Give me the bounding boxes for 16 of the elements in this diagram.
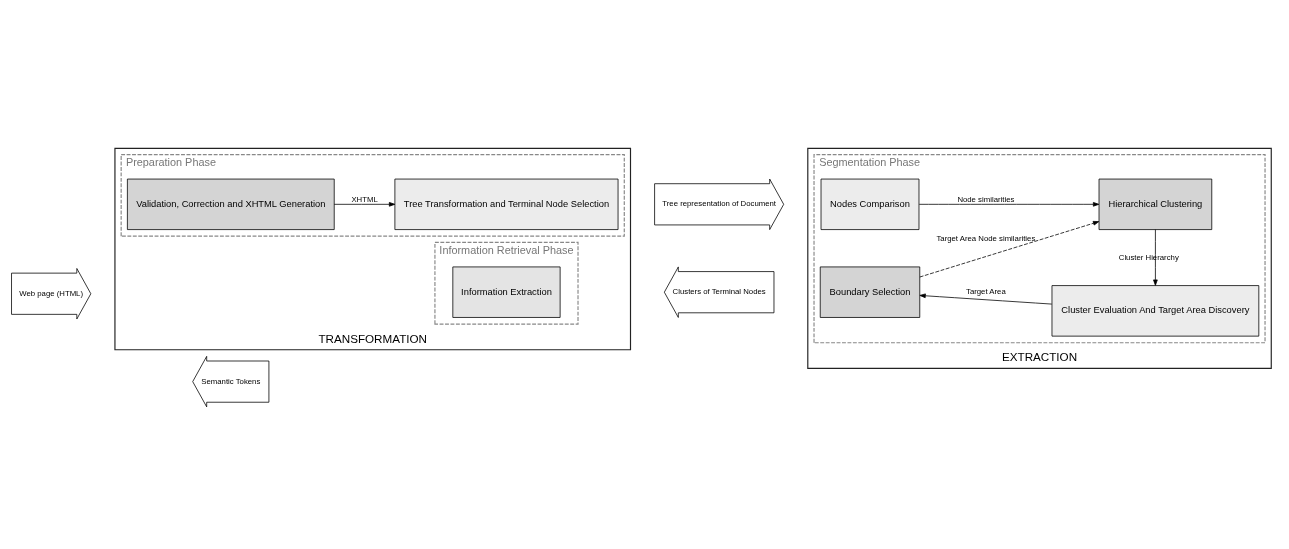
edge-label: Target Area Node similarities xyxy=(936,233,1036,243)
arrow xyxy=(333,202,396,207)
arrow xyxy=(919,293,1053,305)
node-box: Validation, Correction and XHTML Generation xyxy=(127,178,335,230)
node-box: Nodes Comparison xyxy=(820,178,920,230)
node-box: Boundary Selection xyxy=(819,266,921,318)
node-box: Hierarchical Clustering xyxy=(1098,178,1213,230)
edge-label: XHTML xyxy=(351,194,378,204)
node-box: Cluster Evaluation And Target Area Discovery xyxy=(1051,285,1260,337)
arrow xyxy=(918,202,1100,207)
node-box: Tree Transformation and Terminal Node Selection xyxy=(394,178,619,230)
arrow xyxy=(919,221,1100,278)
edge-label: Target Area xyxy=(966,286,1006,296)
edge-label: Node similarities xyxy=(957,194,1015,204)
node-box: Information Extraction xyxy=(452,266,561,318)
arrow xyxy=(1153,229,1158,286)
